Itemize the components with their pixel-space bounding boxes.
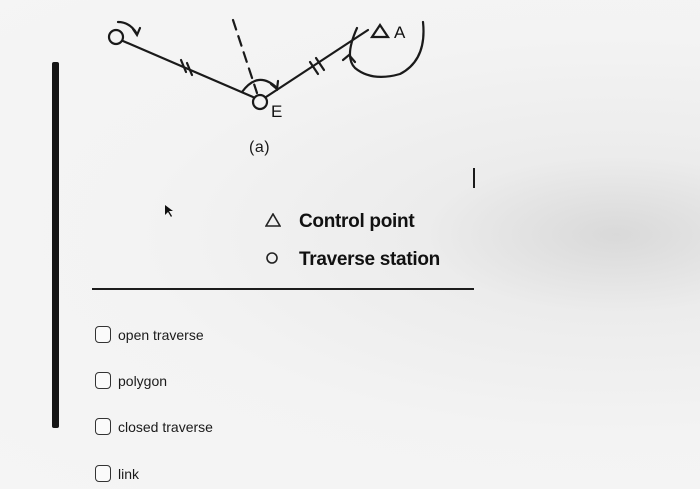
- legend-label-traverse-station: Traverse station: [299, 249, 440, 270]
- left-station-circle: [107, 28, 125, 46]
- station-e-label: E: [271, 102, 282, 121]
- option-label: closed traverse: [118, 418, 213, 435]
- option-label: polygon: [118, 372, 168, 389]
- traverse-diagram: E A: [107, 18, 425, 121]
- control-angle-arrow: [341, 53, 357, 64]
- option-closed-traverse[interactable]: closed traverse: [95, 418, 213, 435]
- option-label: open traverse: [118, 326, 204, 343]
- left-leg-tick-1: [179, 58, 188, 74]
- option-link[interactable]: link: [95, 465, 139, 482]
- legend-control-point: Control point: [264, 211, 415, 233]
- checkbox-polygon[interactable]: [95, 372, 111, 389]
- left-leg-line: [121, 39, 255, 99]
- checkbox-link[interactable]: [95, 465, 111, 482]
- control-a-label: A: [394, 23, 406, 42]
- figure-caption: (a): [249, 139, 271, 156]
- left-divider-bar: [52, 62, 59, 428]
- legend-traverse-station: Traverse station: [265, 249, 440, 271]
- text-caret-mark: [473, 168, 475, 188]
- mouse-pointer-icon: [165, 205, 173, 217]
- circle-icon: [265, 251, 285, 270]
- right-leg-tick-2: [314, 56, 326, 72]
- legend-label-control-point: Control point: [299, 211, 415, 232]
- option-label: link: [118, 465, 140, 482]
- left-angle-arrow: [131, 26, 142, 38]
- right-leg-tick-1: [308, 60, 320, 76]
- control-triangle: [369, 23, 391, 39]
- north-dashed-line: [231, 18, 259, 95]
- control-angle-arc: [348, 20, 425, 79]
- option-open-traverse[interactable]: open traverse: [95, 326, 204, 343]
- checkbox-closed-traverse[interactable]: [95, 418, 111, 435]
- option-polygon[interactable]: polygon: [95, 372, 167, 389]
- triangle-icon: [264, 211, 285, 232]
- left-leg-tick-2: [185, 61, 194, 77]
- checkbox-open-traverse[interactable]: [95, 326, 111, 343]
- section-divider: [92, 288, 474, 290]
- station-e-circle: [251, 93, 269, 111]
